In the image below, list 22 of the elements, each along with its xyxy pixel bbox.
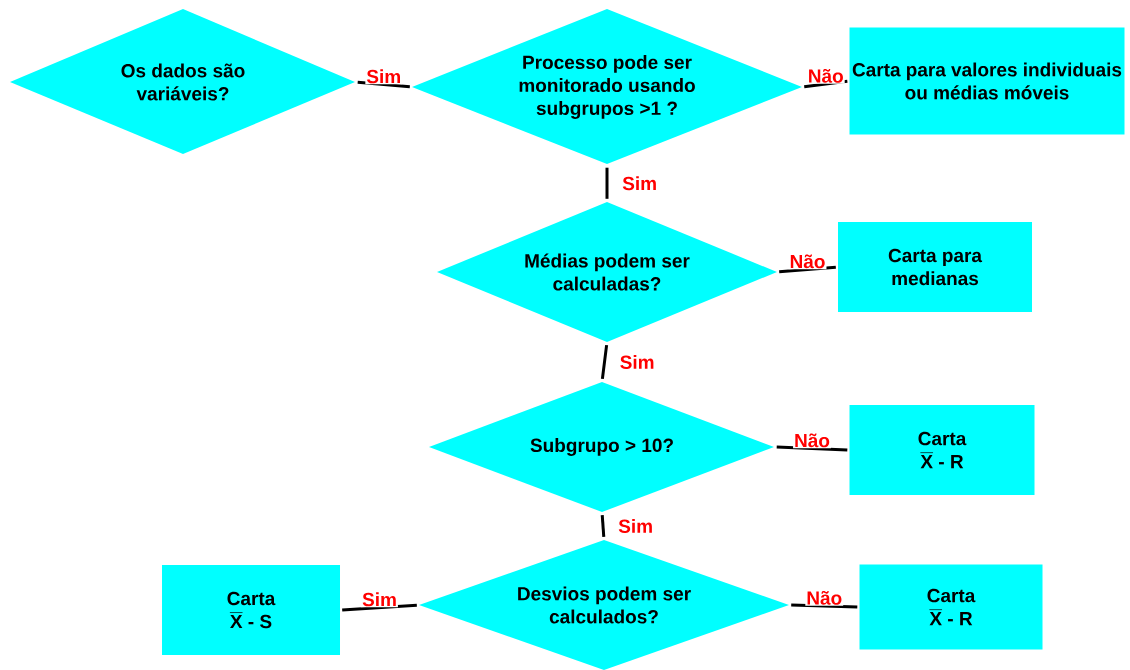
connector-line (342, 603, 417, 612)
edge-label: Sim (617, 518, 655, 534)
edge-label: Não (793, 432, 831, 449)
edge-label: Não (805, 589, 844, 606)
edge-label: Sim (621, 175, 659, 192)
edge-label: Sim (618, 354, 656, 370)
connector-line (605, 167, 609, 199)
edge-label: Sim (365, 68, 403, 85)
edge-label: Sim (361, 591, 398, 608)
edge-label: Não (806, 67, 845, 84)
connector-line (779, 265, 836, 274)
chart-box: Carta $\overline{\textbf{X}}\textbf{ - S}$ (162, 565, 340, 655)
connector-line (776, 445, 848, 452)
edge-label: Não (788, 253, 827, 270)
connector-line (791, 603, 858, 609)
connector-line (600, 515, 606, 537)
chart-box: Carta para valores individuais ou médias móveis (849, 27, 1125, 135)
chart-box: Carta $\overline{\textbf{X}}\textbf{ - R}$ (849, 405, 1035, 495)
chart-box: Carta $\overline{\textbf{X}}\textbf{ - R}$ (859, 564, 1043, 650)
chart-box: Carta para medianas (838, 222, 1032, 312)
connector-line (357, 80, 410, 89)
connector-line (600, 345, 609, 380)
